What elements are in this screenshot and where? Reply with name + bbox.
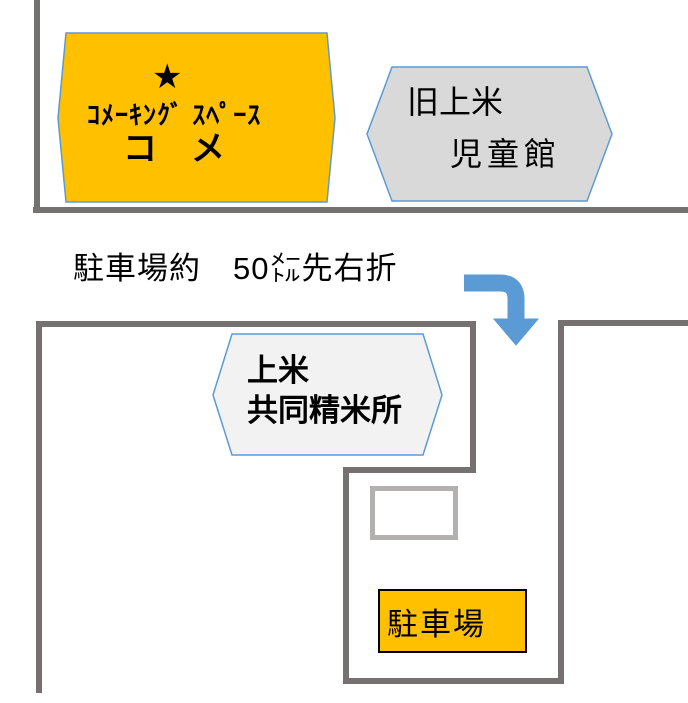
komeking-space-shape: ★ ｺﾒｰｷﾝｸﾞ ｽﾍﾟｰｽ コ メ [57,32,336,203]
komeking-space-hexagon [57,32,336,203]
road-bottom-horizontal [343,678,564,684]
former-childrens-hall-line1: 旧上米 [407,84,504,120]
road-top-left-vertical [34,0,40,213]
rice-mill-hexagon [212,333,443,456]
road-right-block-left [558,320,564,684]
rice-mill-line1: 上米 [247,353,309,388]
road-right-block-top [558,320,688,326]
former-childrens-hall-hexagon [366,66,613,202]
parking-sign: 駐車場 [378,589,527,653]
komeking-space-subtitle: ｺﾒｰｷﾝｸﾞ ｽﾍﾟｰｽ [87,100,262,130]
direction-text: 駐車場約 50㍍先右折 [73,251,398,286]
former-childrens-hall-line2: 児童館 [450,136,562,172]
white-building-outline [370,486,458,540]
road-top-horizontal [33,207,688,213]
road-lower-block-right [470,321,476,473]
road-lower-block-left [36,321,42,693]
komeking-space-title: コ メ [123,130,225,168]
former-childrens-hall-shape: 旧上米 児童館 [366,66,613,202]
turn-right-arrow-icon [464,274,540,346]
road-inner-vertical [343,467,349,684]
rice-mill-shape: 上米 共同精米所 [212,333,443,456]
rice-mill-line2: 共同精米所 [247,393,402,428]
parking-sign-label: 駐車場 [387,606,486,642]
star-icon: ★ [152,58,183,96]
road-lower-block-top [36,321,476,327]
road-inner-horizontal [345,467,476,473]
